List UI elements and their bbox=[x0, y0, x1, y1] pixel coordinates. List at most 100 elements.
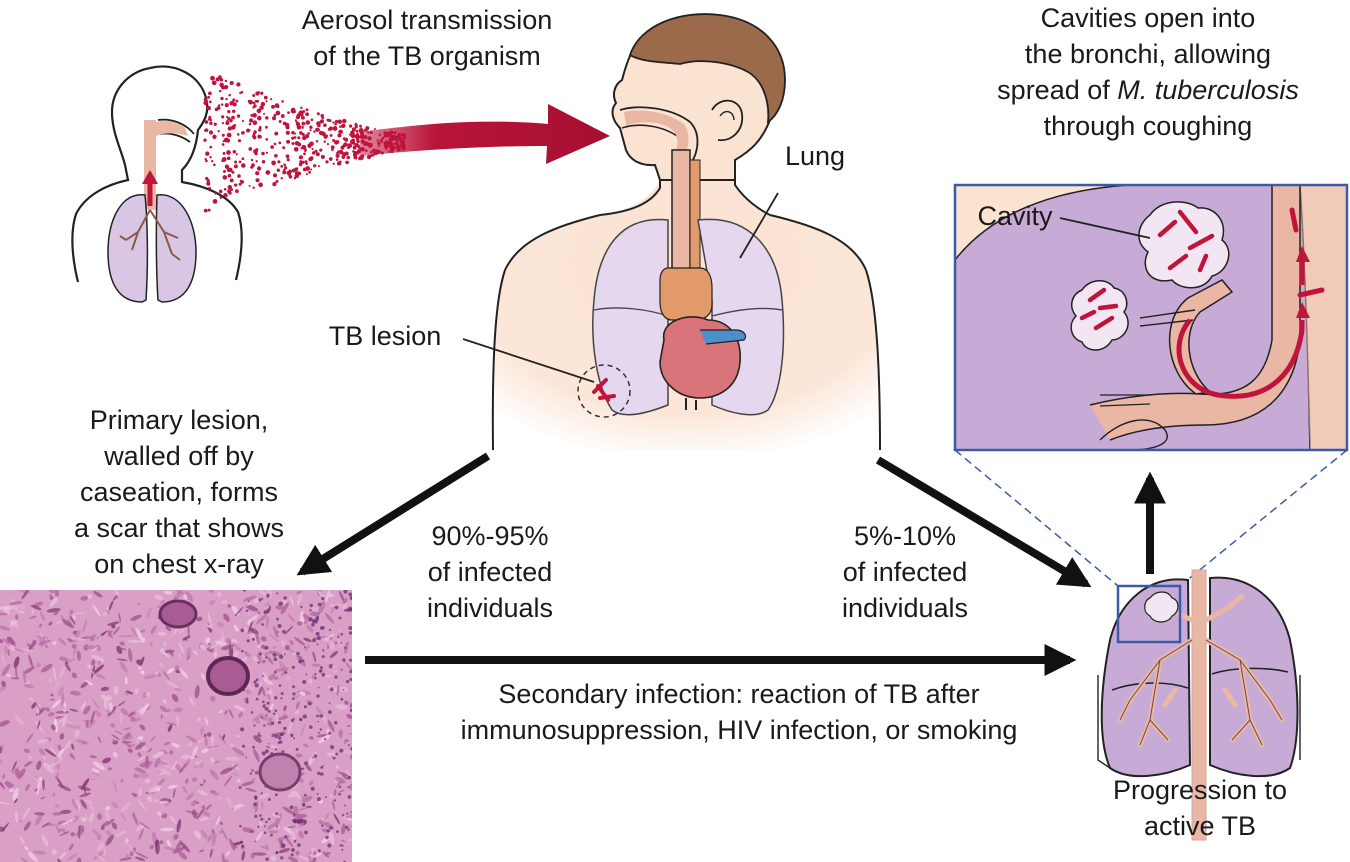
tissue-fiber bbox=[23, 760, 34, 768]
tissue-fiber bbox=[157, 768, 168, 775]
tissue-fiber bbox=[338, 729, 344, 739]
tissue-fiber bbox=[265, 744, 279, 749]
tissue-fiber bbox=[194, 685, 200, 699]
tissue-fiber bbox=[0, 612, 8, 616]
tissue-fiber bbox=[265, 654, 274, 665]
cell-nucleus bbox=[304, 830, 308, 835]
tissue-fiber bbox=[192, 764, 199, 769]
aerosol-droplet bbox=[209, 118, 213, 122]
tissue-fiber bbox=[107, 629, 113, 637]
tissue-fiber bbox=[11, 598, 19, 612]
tissue-fiber bbox=[178, 851, 188, 860]
aerosol-droplet bbox=[273, 142, 277, 146]
cell-nucleus bbox=[274, 670, 277, 674]
cell-nucleus bbox=[259, 652, 262, 656]
tissue-fiber bbox=[18, 590, 32, 594]
aerosol-droplet bbox=[252, 135, 257, 140]
aerosol-droplet bbox=[223, 192, 228, 198]
tissue-fiber bbox=[302, 795, 313, 803]
aerosol-droplet bbox=[334, 122, 337, 126]
cell-nucleus bbox=[311, 757, 314, 759]
aerosol-droplet bbox=[205, 151, 210, 156]
aerosol-droplet bbox=[229, 178, 234, 183]
cell-nucleus bbox=[318, 670, 322, 673]
tissue-fiber bbox=[125, 853, 129, 859]
tissue-fiber bbox=[221, 644, 234, 651]
tissue-fiber bbox=[28, 654, 34, 668]
aerosol-droplet bbox=[301, 144, 307, 150]
cell-nucleus bbox=[268, 817, 271, 821]
cell-nucleus bbox=[339, 785, 342, 789]
aerosol-droplet bbox=[326, 118, 330, 122]
tissue-fiber bbox=[175, 590, 183, 598]
aerosol-droplet bbox=[211, 80, 217, 86]
tissue-fiber bbox=[203, 779, 206, 784]
aerosol-droplet bbox=[206, 105, 211, 111]
nasal-airway bbox=[619, 106, 699, 166]
tissue-fiber bbox=[113, 781, 117, 792]
tissue-fiber bbox=[10, 770, 16, 775]
aerosol-droplet bbox=[283, 163, 287, 167]
tissue-fiber bbox=[87, 594, 92, 599]
tissue-fiber bbox=[197, 789, 208, 796]
tissue-fiber bbox=[259, 590, 269, 598]
aerosol-droplet bbox=[215, 77, 220, 82]
cell-nucleus bbox=[346, 679, 350, 684]
tissue-fiber bbox=[345, 813, 352, 819]
aerosol-droplet bbox=[209, 156, 212, 159]
tissue-fiber bbox=[199, 644, 206, 651]
tissue-fiber bbox=[311, 606, 319, 613]
tissue-fiber bbox=[173, 688, 182, 691]
aerosol-droplet bbox=[357, 146, 360, 150]
aerosol-droplet bbox=[219, 196, 223, 199]
tissue-fiber bbox=[59, 831, 70, 836]
tissue-fiber bbox=[327, 633, 336, 638]
aerosol-droplet bbox=[224, 164, 230, 169]
tissue-fiber bbox=[52, 641, 57, 645]
tissue-fiber bbox=[97, 634, 102, 640]
cell-nucleus bbox=[263, 831, 267, 834]
aerosol-droplet bbox=[309, 125, 313, 129]
aerosol-droplet bbox=[208, 91, 212, 96]
tissue-fiber bbox=[13, 648, 25, 653]
coughing-person-figure bbox=[71, 65, 243, 303]
tissue-fiber bbox=[205, 804, 212, 811]
cell-nucleus bbox=[257, 661, 260, 664]
tissue-fiber bbox=[57, 748, 65, 757]
tissue-fiber bbox=[102, 606, 110, 617]
tissue-fiber bbox=[305, 764, 312, 772]
cell-nucleus bbox=[316, 793, 319, 795]
aerosol-droplet bbox=[293, 146, 299, 152]
cell-nucleus bbox=[298, 659, 303, 664]
aerosol-droplet bbox=[342, 143, 347, 148]
tissue-fiber bbox=[137, 735, 142, 741]
tissue-fiber bbox=[274, 676, 279, 681]
aerosol-droplet bbox=[341, 123, 346, 128]
aerosol-droplet bbox=[298, 155, 304, 160]
tissue-fiber bbox=[173, 833, 179, 840]
cell-nucleus bbox=[264, 707, 269, 711]
tissue-fiber bbox=[341, 823, 346, 835]
ear bbox=[711, 99, 744, 142]
tissue-fiber bbox=[57, 713, 69, 716]
tissue-fiber bbox=[234, 606, 244, 617]
tissue-fiber bbox=[232, 642, 241, 651]
tissue-fiber bbox=[24, 845, 29, 851]
aerosol-droplet bbox=[334, 140, 339, 145]
aerosol-droplet bbox=[296, 115, 300, 120]
tissue-fiber bbox=[7, 649, 10, 656]
aerosol-droplet bbox=[309, 129, 312, 132]
tissue-fiber bbox=[49, 746, 56, 755]
aerosol-droplet bbox=[366, 154, 372, 160]
tissue-fiber bbox=[217, 796, 223, 800]
cell-nucleus bbox=[292, 697, 295, 700]
aerosol-droplet bbox=[348, 133, 352, 136]
cell-nucleus bbox=[305, 673, 308, 676]
cell-nucleus bbox=[316, 694, 320, 698]
tissue-fiber bbox=[10, 620, 18, 627]
active-cavity bbox=[1144, 591, 1179, 623]
tissue-fiber bbox=[171, 693, 179, 703]
cell-nucleus bbox=[293, 813, 296, 816]
aerosol-droplet bbox=[256, 166, 262, 171]
